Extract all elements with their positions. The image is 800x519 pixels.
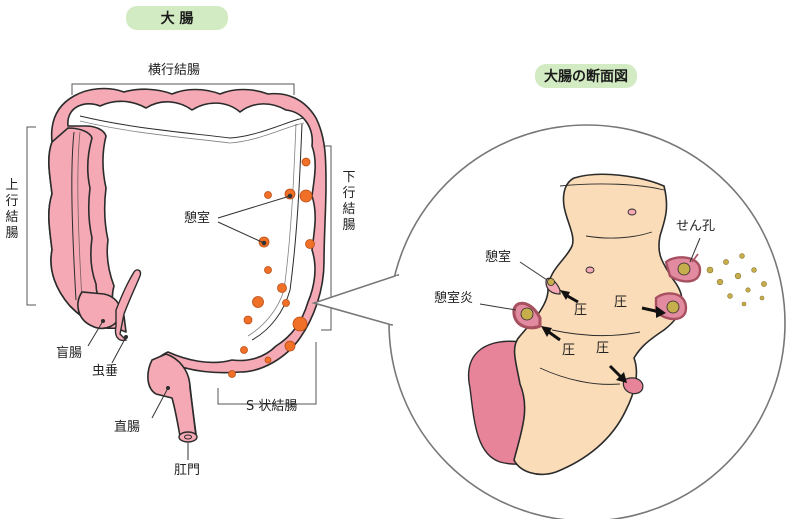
anus-opening: [178, 431, 198, 443]
label-perforation: せん孔: [676, 219, 716, 234]
title-large-intestine: 大 腸: [126, 6, 228, 30]
section-diverticulum-bottom: [622, 377, 644, 395]
label-pressure-3: 圧: [562, 343, 576, 358]
section-diverticulitis: [512, 301, 542, 330]
pressure-arrows: [541, 290, 666, 383]
label-anus: 肛門: [174, 463, 201, 478]
cecum: [77, 291, 122, 330]
label-descending-colon: 下行結腸: [342, 170, 356, 233]
section-perforation: [664, 253, 702, 283]
section-perforation-pointer: [689, 237, 701, 263]
bracket-ascending: [26, 126, 36, 306]
section-diverticulum: [545, 277, 561, 295]
diverticulum-pointers: [217, 193, 293, 246]
label-pressure-2: 圧: [614, 295, 628, 310]
descending-inner: [251, 123, 303, 341]
section-tube: [513, 173, 683, 476]
label-appendix: 虫垂: [92, 364, 119, 379]
label-diverticulum: 憩室: [184, 211, 211, 226]
label-transverse-colon: 横行結腸: [148, 63, 201, 78]
large-intestine-figure: [26, 83, 332, 443]
title-cross-section: 大腸の断面図: [535, 64, 637, 88]
appendix-pointer: [111, 336, 127, 364]
label-cecum: 盲腸: [56, 346, 83, 361]
callout-wedge: [311, 273, 399, 327]
label-rectum: 直腸: [114, 420, 141, 435]
diverticula: [228, 157, 315, 378]
label-ascending-colon: 上行結腸: [5, 178, 19, 241]
cecum-pointer: [87, 320, 104, 347]
label-pressure-1: 圧: [574, 303, 588, 318]
appendix-shape: [114, 269, 142, 342]
bracket-transverse: [71, 83, 295, 95]
descending-inner-2: [247, 123, 297, 337]
section-diverticulum-pointer: [519, 261, 548, 281]
label-pressure-4: 圧: [596, 341, 610, 356]
transverse-inner: [79, 115, 305, 139]
bracket-descending: [321, 145, 332, 331]
bracket-sigmoid: [217, 342, 317, 405]
transverse-inner-2: [79, 120, 305, 144]
label-diverticulitis: 憩室炎: [434, 291, 474, 306]
ascending-inner: [71, 131, 77, 301]
label-section-diverticulum: 憩室: [485, 250, 512, 265]
section-diverticulitis-pointer: [479, 303, 517, 311]
ascending-inner-2: [77, 131, 83, 301]
rectum-pointer: [151, 387, 169, 419]
label-sigmoid-colon: S 状結腸: [246, 399, 298, 414]
stool-particles: [706, 253, 767, 307]
